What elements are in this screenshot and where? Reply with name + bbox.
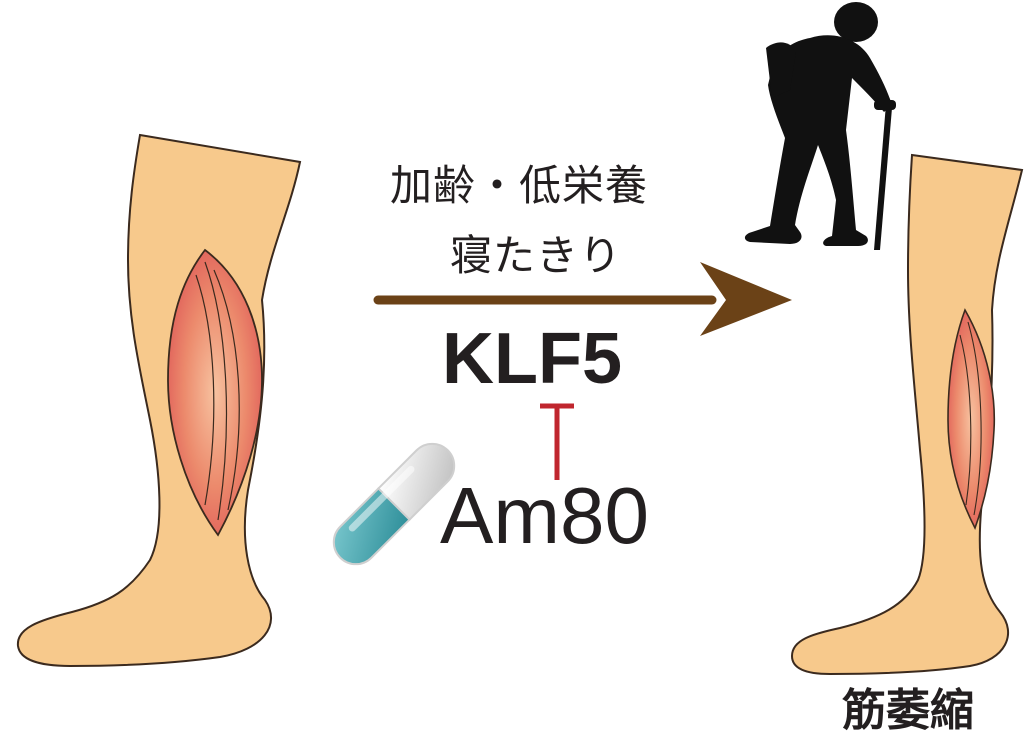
gene-label: KLF5	[442, 319, 622, 399]
healthy-leg-icon	[16, 133, 302, 668]
atrophied-muscle	[947, 308, 996, 531]
healthy-muscle	[167, 248, 263, 537]
capsule-icon	[332, 442, 456, 566]
inhibition-symbol	[540, 403, 574, 480]
drug-label: Am80	[440, 471, 649, 560]
elderly-person-with-cane-icon	[744, 2, 896, 250]
atrophied-leg-icon	[790, 153, 1024, 676]
cause-label-aging-malnutrition: 加齢・低栄養	[390, 161, 649, 210]
cause-label-bedridden: 寝たきり	[450, 231, 623, 280]
outcome-label: 筋萎縮	[842, 685, 974, 736]
progression-arrow	[373, 262, 792, 336]
